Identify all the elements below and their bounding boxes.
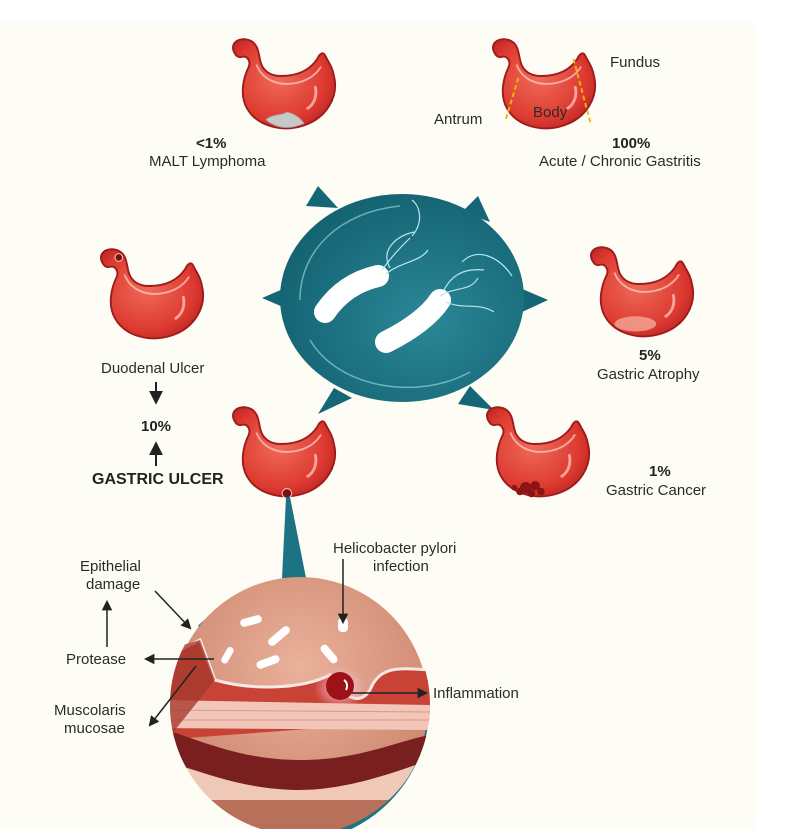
tissue-detail-circle — [170, 577, 430, 829]
muscularis-label-1: Muscolaris — [54, 702, 126, 719]
stomach-gastric-cancer — [485, 405, 591, 498]
cancer-label: Gastric Cancer — [606, 482, 706, 499]
hp-infection-label-2: infection — [373, 558, 429, 575]
region-antrum-label: Antrum — [434, 111, 482, 128]
epithelial-arrow-icon — [154, 590, 192, 630]
gastric-ulcer-spot-icon — [281, 488, 293, 499]
atrophy-percent: 5% — [639, 347, 661, 364]
gastritis-label: Acute / Chronic Gastritis — [539, 153, 701, 170]
h-pylori-bacteria-icon — [262, 186, 548, 414]
region-fundus-label: Fundus — [610, 54, 660, 71]
epithelial-label-1: Epithelial — [80, 558, 141, 575]
inflammation-label: Inflammation — [433, 685, 519, 702]
stomach-malt-lymphoma — [231, 37, 337, 130]
duodenal-ulcer-spot-icon — [114, 253, 124, 262]
gastritis-percent: 100% — [612, 135, 650, 152]
inflammation-cell-icon — [326, 672, 354, 700]
stomach-gastric-atrophy — [589, 245, 695, 338]
stomach-gastritis — [491, 37, 597, 130]
stomach-duodenal-ulcer — [99, 247, 205, 340]
atrophy-label: Gastric Atrophy — [597, 366, 700, 383]
atrophy-patch-icon — [614, 316, 657, 332]
duodenal-label: Duodenal Ulcer — [101, 360, 204, 377]
ulcer-percent: 10% — [141, 418, 171, 435]
protease-label: Protease — [66, 651, 126, 668]
lymphoma-lesion-icon — [265, 111, 305, 128]
zoom-callout-beam — [282, 497, 306, 578]
cancer-percent: 1% — [649, 463, 671, 480]
malt-label: MALT Lymphoma — [149, 153, 266, 170]
muscularis-arrow-icon — [148, 665, 197, 727]
gastric-ulcer-label: GASTRIC ULCER — [92, 471, 224, 488]
epithelial-label-2: damage — [86, 576, 140, 593]
region-body-label: Body — [533, 104, 568, 121]
hp-infection-label-1: Helicobacter pylori — [333, 540, 456, 557]
stomach-gastric-ulcer — [231, 405, 337, 499]
muscularis-label-2: mucosae — [64, 720, 125, 737]
malt-percent: <1% — [196, 135, 226, 152]
tumor-icon — [511, 481, 545, 498]
